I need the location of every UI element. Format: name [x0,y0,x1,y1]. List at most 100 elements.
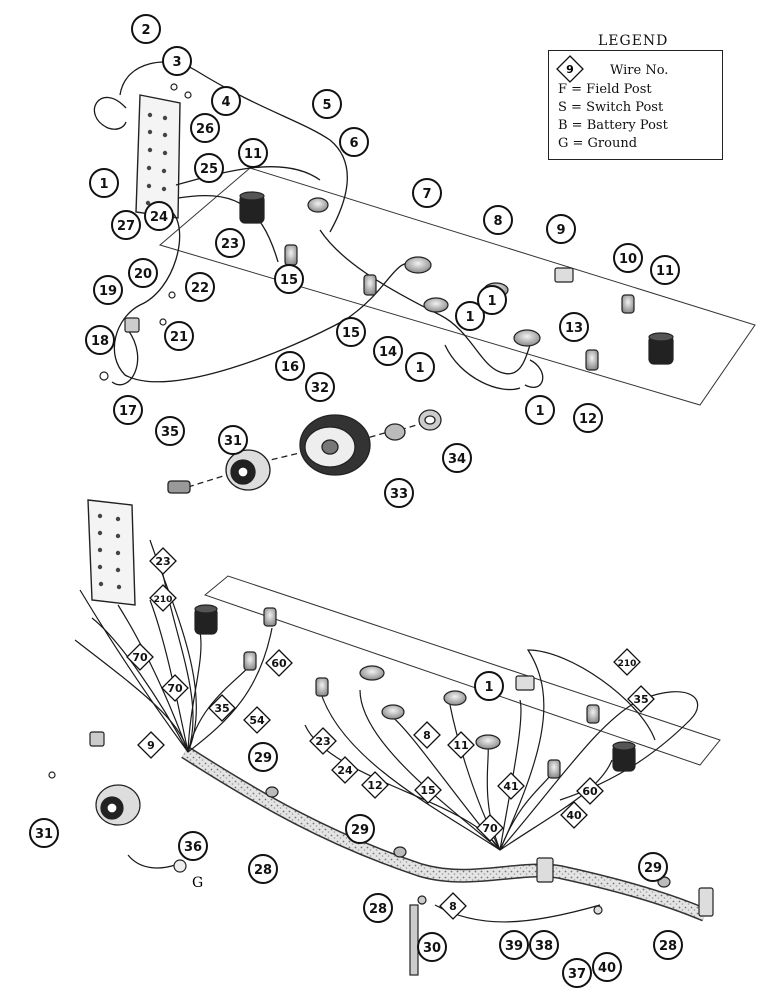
svg-text:9: 9 [556,223,565,238]
wire-tag-54: 54 [243,706,271,734]
svg-text:29: 29 [254,751,272,766]
svg-text:5: 5 [322,98,331,113]
callout-28: 28 [363,893,393,923]
callout-29: 29 [248,742,278,772]
svg-text:18: 18 [91,334,109,349]
svg-text:3: 3 [172,55,181,70]
callout-10: 10 [613,243,643,273]
wire-tag-15: 15 [414,776,442,804]
callout-15: 15 [336,317,366,347]
svg-text:38: 38 [535,939,553,954]
svg-text:26: 26 [196,122,214,137]
svg-text:17: 17 [119,404,137,419]
svg-text:210: 210 [154,595,173,605]
legend-entry-switch: S = Switch Post [558,100,664,115]
upper-panel [158,167,756,406]
svg-text:14: 14 [379,345,397,360]
svg-text:21: 21 [170,330,188,345]
svg-text:11: 11 [656,264,674,279]
wire-tag-8: 8 [413,721,441,749]
callout-40: 40 [592,952,622,982]
wire-tag-24: 24 [331,756,359,784]
callout-24: 24 [144,201,174,231]
callout-11: 11 [650,255,680,285]
svg-text:34: 34 [448,452,466,467]
svg-text:22: 22 [191,281,209,296]
svg-text:24: 24 [337,764,353,777]
callout-28: 28 [248,854,278,884]
svg-text:1: 1 [535,404,544,419]
wire-tag-11: 11 [447,731,475,759]
callout-39: 39 [499,930,529,960]
svg-text:1: 1 [487,294,496,309]
legend-entry-battery: B = Battery Post [558,118,668,133]
svg-text:23: 23 [221,237,239,252]
svg-text:23: 23 [315,735,330,748]
svg-text:1: 1 [415,361,424,376]
svg-text:60: 60 [271,657,287,670]
svg-text:35: 35 [633,693,648,706]
wire-tag-35: 35 [208,694,236,722]
svg-text:13: 13 [565,321,583,336]
svg-text:28: 28 [369,902,387,917]
svg-text:31: 31 [224,434,242,449]
wire-tag-12: 12 [361,771,389,799]
callout-31: 31 [218,425,248,455]
callout-9: 9 [546,214,576,244]
wire-tag-9: 9 [137,731,165,759]
callout-1: 1 [455,301,485,331]
wire-tag-60: 60 [265,649,293,677]
svg-text:15: 15 [420,784,435,797]
callout-27: 27 [111,210,141,240]
svg-text:27: 27 [117,219,135,234]
svg-text:28: 28 [254,863,272,878]
svg-text:33: 33 [390,487,408,502]
svg-text:40: 40 [598,961,616,976]
callout-21: 21 [164,321,194,351]
svg-text:8: 8 [449,900,457,913]
svg-text:35: 35 [214,702,229,715]
svg-text:210: 210 [618,659,637,669]
svg-text:9: 9 [566,63,574,76]
wire-tag-35: 35 [627,685,655,713]
callout-35: 35 [155,416,185,446]
svg-text:70: 70 [132,651,148,664]
callout-7: 7 [412,178,442,208]
ground-label: G [192,875,204,891]
svg-text:20: 20 [134,267,152,282]
terminal-board-lower [87,499,136,606]
svg-text:15: 15 [342,326,360,341]
svg-text:8: 8 [493,214,502,229]
svg-text:4: 4 [221,95,230,110]
callout-2: 2 [131,14,161,44]
svg-text:1: 1 [99,177,108,192]
svg-text:16: 16 [281,360,299,375]
callout-28: 28 [653,930,683,960]
callout-26: 26 [190,113,220,143]
callout-31: 31 [29,818,59,848]
svg-text:40: 40 [566,809,582,822]
svg-text:60: 60 [582,785,598,798]
svg-text:10: 10 [619,252,637,267]
callout-1: 1 [405,352,435,382]
callout-20: 20 [128,258,158,288]
svg-text:32: 32 [311,381,329,396]
callout-5: 5 [312,89,342,119]
wire-tag-70: 70 [161,674,189,702]
wire-tag-210: 210 [149,584,177,612]
callout-11: 11 [238,138,268,168]
svg-text:28: 28 [659,939,677,954]
wire-tag-70: 70 [126,643,154,671]
callout-6: 6 [339,127,369,157]
legend-title: LEGEND [598,33,669,49]
callout-33: 33 [384,478,414,508]
legend-entry-field: F = Field Post [558,82,652,97]
svg-text:29: 29 [644,861,662,876]
svg-text:54: 54 [249,714,265,727]
callout-3: 3 [162,46,192,76]
svg-text:39: 39 [505,939,523,954]
wire-tag-41: 41 [497,772,525,800]
legend-wire-diamond-icon: 9 [556,55,584,83]
